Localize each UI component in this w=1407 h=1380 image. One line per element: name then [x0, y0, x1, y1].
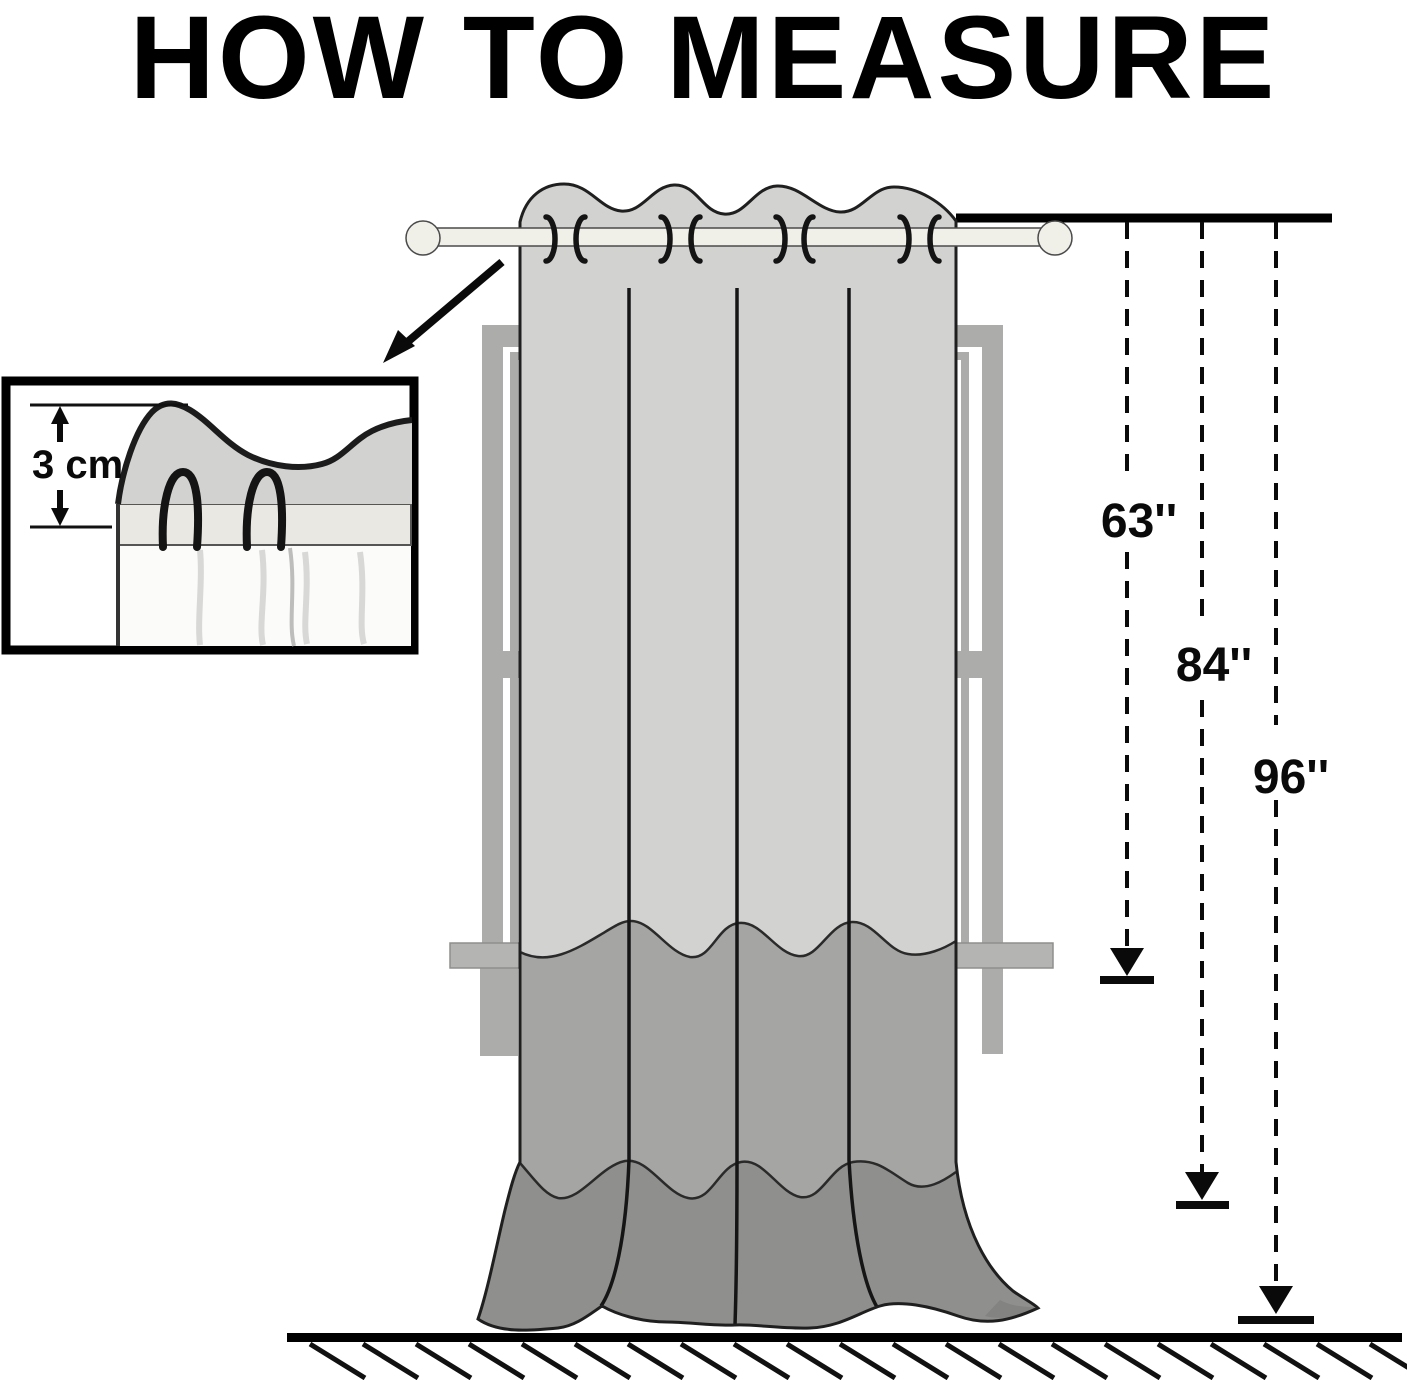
- callout-arrowhead: [383, 330, 415, 363]
- grommet-ring: [897, 214, 912, 264]
- measurement-84: 84'': [1176, 222, 1252, 1209]
- arrowhead-84: [1185, 1172, 1219, 1200]
- rod-finial-left: [405, 220, 441, 256]
- page-title: HOW TO MEASURE: [129, 0, 1278, 124]
- inset-fabric-fold-dark: [288, 547, 296, 647]
- window-leg-left: [480, 968, 518, 1056]
- arrow-stop-bar-63: [1100, 976, 1154, 984]
- arrowhead-63: [1110, 948, 1144, 976]
- grommet-ring: [801, 214, 816, 264]
- inset-arrowhead-down: [51, 508, 69, 526]
- inset-hook: [242, 467, 287, 551]
- inset-detail-box: 3 cm: [1, 376, 419, 655]
- arrowhead-96: [1259, 1286, 1293, 1314]
- measurement-label-96: 96'': [1253, 751, 1329, 804]
- curtain-fold-line-1: [599, 288, 631, 1307]
- inset-hooks: [158, 467, 287, 551]
- grommet-ring: [688, 214, 703, 264]
- measurement-label-84: 84'': [1176, 639, 1252, 692]
- curtain-panel-bottom: [478, 1160, 1038, 1331]
- inset-arrowhead-up: [51, 406, 69, 424]
- rod-bar: [422, 227, 1056, 247]
- grommet-ring: [573, 214, 588, 264]
- curtain-wave-seam-lower: [519, 1159, 957, 1200]
- window-leg-right: [982, 968, 1003, 1054]
- window-midrail-right: [956, 651, 983, 678]
- measurement-63: 63'': [1100, 222, 1177, 984]
- curtain-rod: [405, 220, 1073, 256]
- floor: [287, 1333, 1407, 1380]
- curtain-fold-line-2: [733, 288, 739, 1326]
- curtain-fold-line-3: [847, 288, 879, 1308]
- arrow-stop-bar-84: [1176, 1201, 1229, 1209]
- curtain: [476, 182, 1041, 1332]
- grommet-ring: [773, 214, 788, 264]
- grommet-rings: [543, 214, 942, 264]
- inset-measurement-label: 3 cm: [32, 443, 123, 487]
- grommet-ring: [927, 214, 942, 264]
- callout-arrow-shaft: [395, 258, 505, 354]
- grommet-ring: [543, 214, 558, 264]
- inset-hook: [158, 467, 203, 551]
- rod-finial-right: [1037, 220, 1073, 256]
- measurement-label-63: 63'': [1101, 495, 1177, 548]
- inset-curtain-header-outline: [115, 400, 413, 505]
- floor-line: [287, 1333, 1402, 1342]
- inset-fabric-folds: [196, 549, 367, 646]
- grommet-ring: [658, 214, 673, 264]
- curtain-wave-seam-upper: [519, 919, 957, 959]
- window-midrail-left: [502, 651, 520, 678]
- measurement-96: 96'': [1238, 222, 1329, 1324]
- callout-arrow: [383, 258, 505, 363]
- floor-hatching: [308, 1341, 1407, 1380]
- curtain-outline: [476, 182, 1041, 1332]
- arrow-stop-bar-96: [1238, 1316, 1314, 1324]
